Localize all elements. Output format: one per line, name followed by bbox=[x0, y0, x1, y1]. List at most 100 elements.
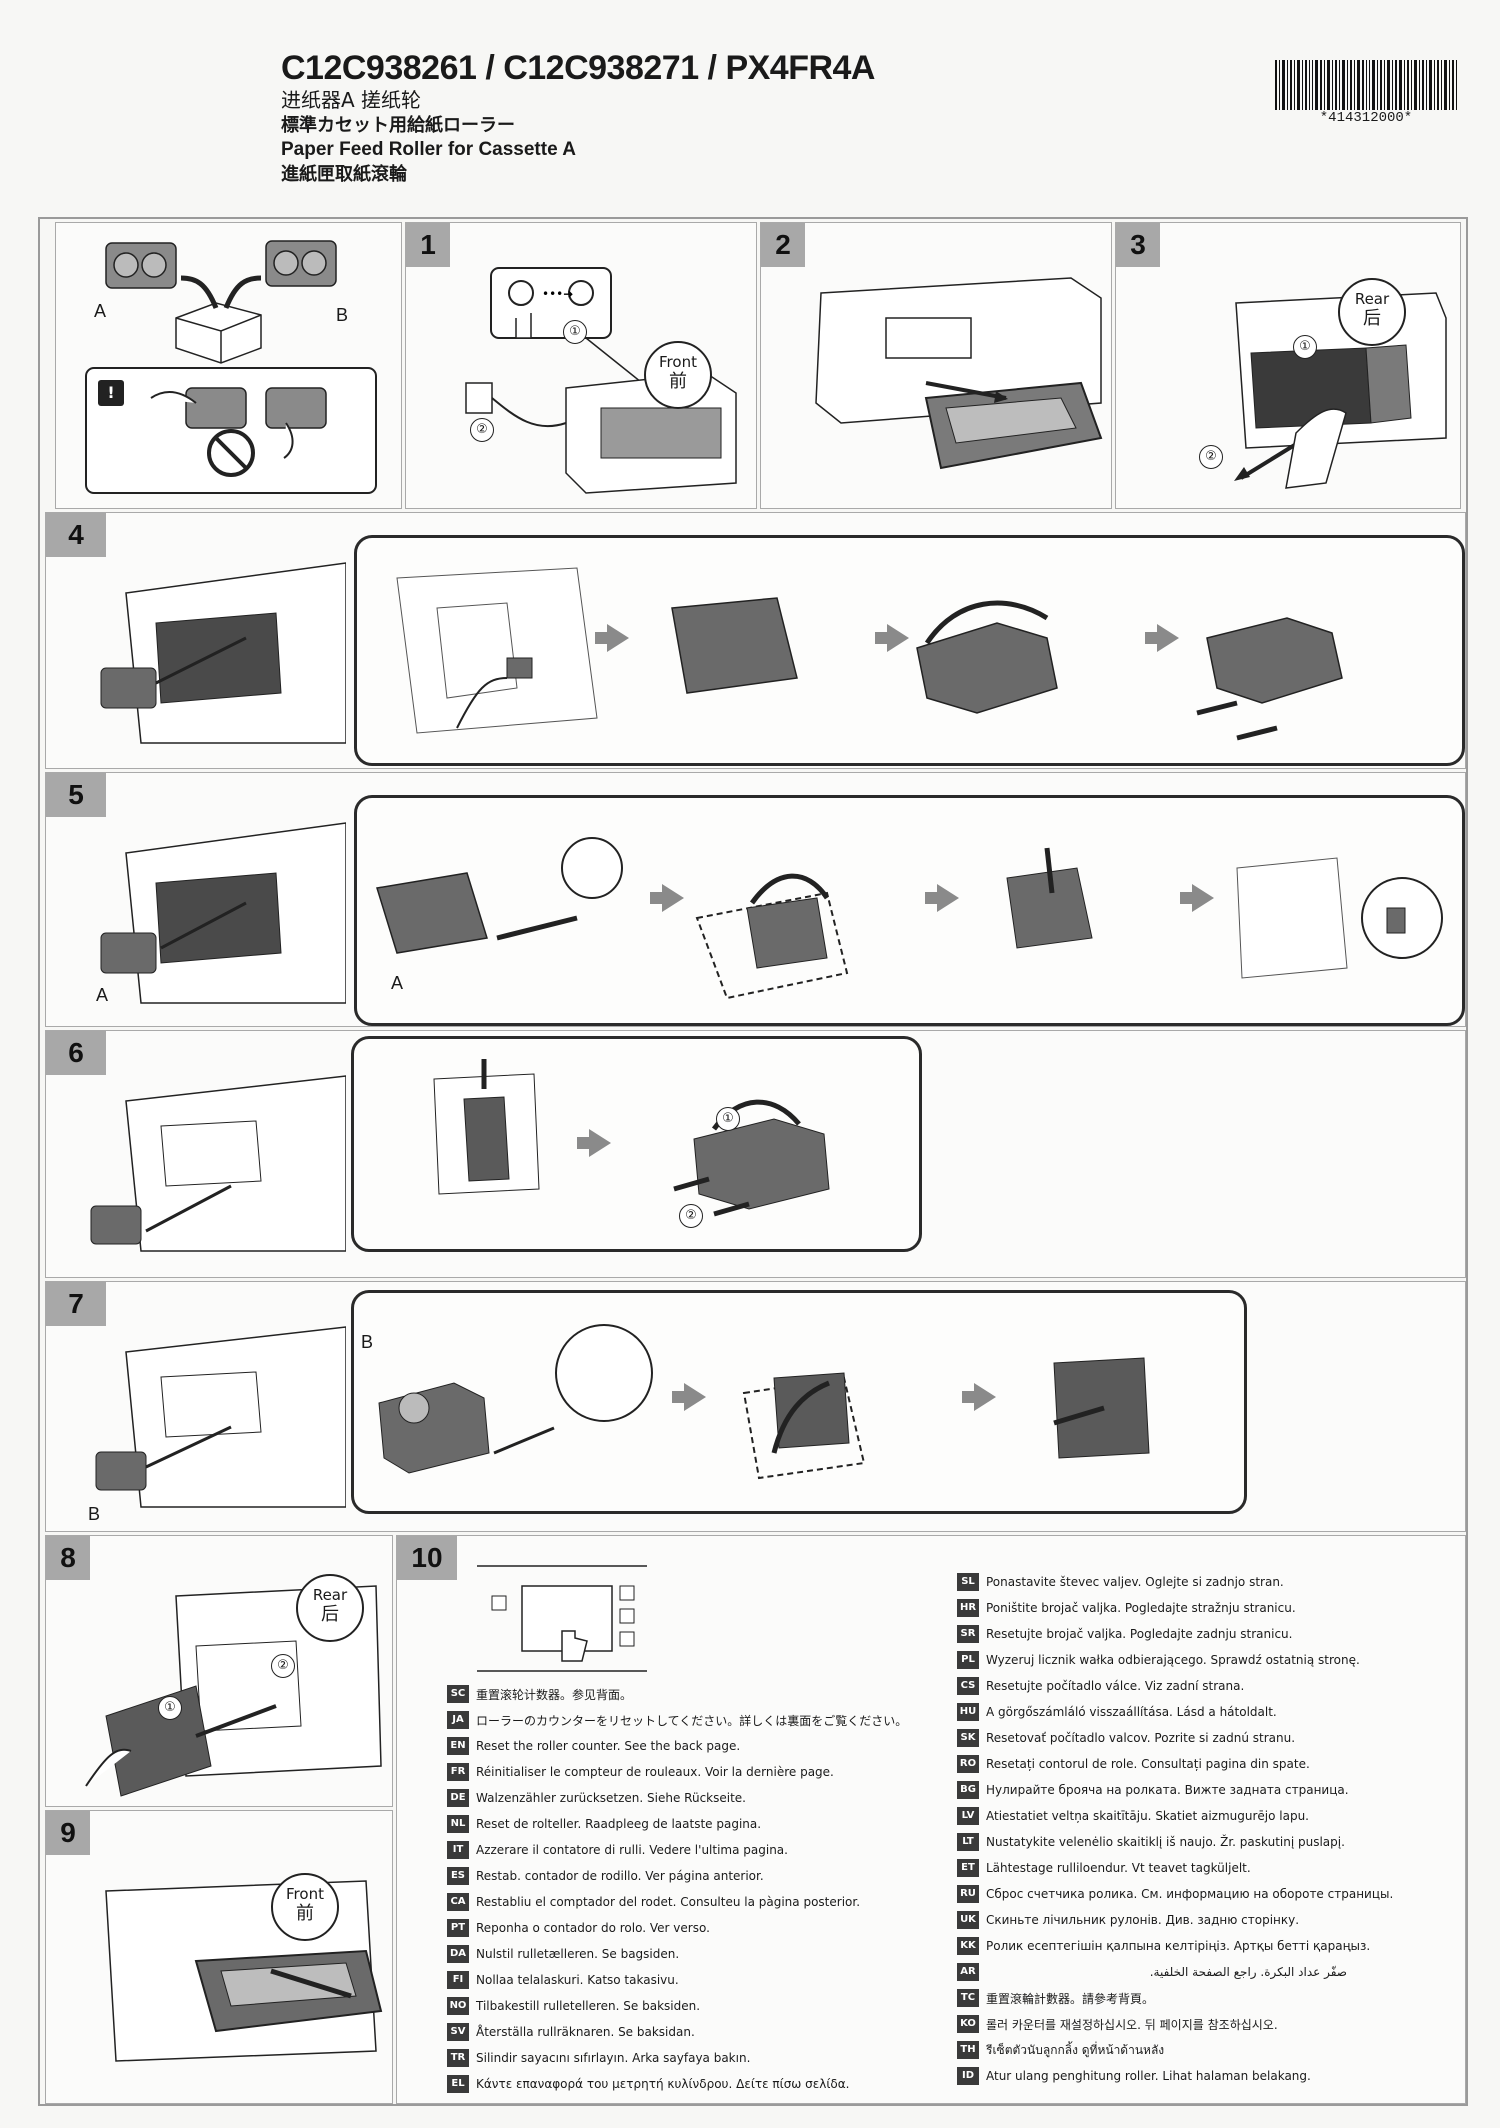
language-code-badge: TH bbox=[957, 2041, 979, 2059]
language-instruction-text: Walzenzähler zurücksetzen. Siehe Rücksei… bbox=[476, 1791, 746, 1805]
printer-rear-illustration bbox=[100, 562, 346, 744]
panel-step-8: 8 ① ② Rear 后 bbox=[45, 1535, 393, 1807]
language-instruction-text: صفّر عداد البكرة. راجع الصفحة الخلفية. bbox=[1149, 1965, 1347, 1979]
panel-step-3: 3 ① ② Rear 后 bbox=[1115, 222, 1461, 509]
roller-label-b: B bbox=[88, 1504, 101, 1524]
panel-step-2: 2 bbox=[760, 222, 1112, 509]
step-4-detail bbox=[354, 535, 1465, 766]
rear-badge-char: 后 bbox=[321, 1604, 339, 1625]
instruction-frame bbox=[38, 217, 1468, 2106]
language-instruction-text: Reset de rolteller. Raadpleeg de laatste… bbox=[476, 1817, 762, 1831]
language-code-badge: PL bbox=[957, 1651, 979, 1669]
panel-step-5: 5 A A bbox=[45, 772, 1466, 1027]
language-code-badge: ID bbox=[957, 2067, 979, 2085]
language-instruction-text: Resetați contorul de role. Consultați pa… bbox=[986, 1757, 1310, 1771]
step-marker-2: ② bbox=[1199, 445, 1223, 469]
panel-step-7: 7 B B bbox=[45, 1281, 1466, 1532]
title-english: Paper Feed Roller for Cassette A bbox=[281, 139, 576, 160]
language-code-badge: TR bbox=[447, 2049, 469, 2067]
language-instruction-text: Нулирайте брояча на ролката. Вижте задна… bbox=[986, 1783, 1349, 1797]
rear-badge-char: 后 bbox=[1363, 308, 1381, 329]
step-number: 8 bbox=[46, 1536, 90, 1580]
language-code-badge: NO bbox=[447, 1997, 469, 2015]
language-instruction-text: ローラーのカウンターをリセットしてください。詳しくは裏面をご覧ください。 bbox=[476, 1713, 908, 1728]
language-code-badge: SC bbox=[447, 1685, 469, 1703]
language-code-badge: IT bbox=[447, 1841, 469, 1859]
language-code-badge: HU bbox=[957, 1703, 979, 1721]
language-instruction-text: Silindir sayacını sıfırlayın. Arka sayfa… bbox=[476, 2051, 751, 2065]
step-7-detail bbox=[351, 1290, 1247, 1514]
step-marker-2: ② bbox=[470, 418, 494, 442]
language-code-badge: RO bbox=[957, 1755, 979, 1773]
language-code-badge: FI bbox=[447, 1971, 469, 1989]
roller-label-a: A bbox=[391, 973, 404, 993]
lower-roller-removal-sequence bbox=[433, 1059, 830, 1217]
language-code-badge: SV bbox=[447, 2023, 469, 2041]
language-row-th: TH รีเซ็ตตัวนับลูกกลิ้ง ดูที่หน้าด้านหลัง bbox=[957, 2037, 1457, 2063]
language-code-badge: SL bbox=[957, 1573, 979, 1591]
language-instruction-text: Wyzeruj licznik wałka odbierającego. Spr… bbox=[986, 1653, 1360, 1667]
panel-step-9: 9 Front 前 bbox=[45, 1810, 393, 2104]
unpack-illustration bbox=[85, 240, 377, 494]
document-header: C12C938261 / C12C938271 / PX4FR4A 进纸器A 搓… bbox=[281, 48, 1181, 187]
language-instruction-text: Réinitialiser le compteur de rouleaux. V… bbox=[476, 1765, 834, 1779]
title-japanese: 標準カセット用給紙ローラー bbox=[281, 115, 515, 136]
language-instruction-text: Resetujte brojač valjka. Pogledajte zadn… bbox=[986, 1627, 1293, 1641]
language-code-badge: UK bbox=[957, 1911, 979, 1929]
next-arrow-icon bbox=[577, 1129, 611, 1157]
language-code-badge: FR bbox=[447, 1763, 469, 1781]
roller-label-a: A bbox=[96, 985, 109, 1005]
language-code-badge: JA bbox=[447, 1711, 469, 1729]
language-instruction-text: Atur ulang penghitung roller. Lihat hala… bbox=[986, 2069, 1311, 2083]
language-code-badge: EN bbox=[447, 1737, 469, 1755]
front-badge-word: Front bbox=[286, 1885, 324, 1903]
barcode bbox=[1275, 60, 1457, 110]
svg-text:•••➔: •••➔ bbox=[542, 287, 573, 301]
step-number: 7 bbox=[46, 1282, 106, 1326]
language-code-badge: CS bbox=[957, 1677, 979, 1695]
language-instruction-text: Κάντε επαναφορά του μετρητή κυλίνδρου. Δ… bbox=[476, 2077, 850, 2091]
language-code-badge: ET bbox=[957, 1859, 979, 1877]
language-instruction-text: Azzerare il contatore di rulli. Vedere l… bbox=[476, 1843, 788, 1857]
language-instruction-text: Atiestatiet veltņa skaitītāju. Skatiet a… bbox=[986, 1809, 1309, 1823]
language-row-tr: TR Silindir sayacını sıfırlayın. Arka say… bbox=[447, 2045, 947, 2071]
language-code-badge: LT bbox=[957, 1833, 979, 1851]
insert-cassette-illustration bbox=[105, 1880, 383, 2062]
language-instruction-text: รีเซ็ตตัวนับลูกกลิ้ง ดูที่หน้าด้านหลัง bbox=[986, 2042, 1165, 2057]
language-code-badge: EL bbox=[447, 2075, 469, 2093]
language-instruction-text: Resetovať počítadlo valcov. Pozrite si z… bbox=[986, 1731, 1296, 1745]
next-arrow-icon bbox=[650, 884, 684, 912]
step-number: 9 bbox=[46, 1811, 90, 1855]
roller-label-b: B bbox=[336, 305, 349, 325]
language-instruction-text: Poništite brojač valjka. Pogledajte stra… bbox=[986, 1601, 1296, 1615]
step-number: 3 bbox=[1116, 223, 1160, 267]
rear-badge: Rear 后 bbox=[296, 1574, 364, 1642]
front-badge-char: 前 bbox=[296, 1903, 314, 1924]
warning-icon: ! bbox=[98, 380, 124, 406]
language-code-badge: HR bbox=[957, 1599, 979, 1617]
language-row-hr: HR Poništite brojač valjka. Pogledajte st… bbox=[957, 1595, 1457, 1621]
step-number: 2 bbox=[761, 223, 805, 267]
roller-removal-sequence bbox=[396, 567, 1343, 741]
remove-cassette-illustration bbox=[815, 277, 1103, 470]
language-instruction-text: Restab. contador de rodillo. Ver página … bbox=[476, 1869, 764, 1883]
language-row-ja: JA ローラーのカウンターをリセットしてください。詳しくは裏面をご覧ください。 bbox=[447, 1707, 947, 1733]
language-code-badge: CA bbox=[447, 1893, 469, 1911]
next-arrow-icon bbox=[1180, 884, 1214, 912]
step-marker-2: ② bbox=[679, 1204, 703, 1228]
rear-badge-word: Rear bbox=[312, 1586, 348, 1604]
model-numbers: C12C938261 / C12C938271 / PX4FR4A bbox=[281, 49, 876, 87]
language-instruction-text: Tilbakestill rulletelleren. Se baksiden. bbox=[476, 1999, 701, 2013]
